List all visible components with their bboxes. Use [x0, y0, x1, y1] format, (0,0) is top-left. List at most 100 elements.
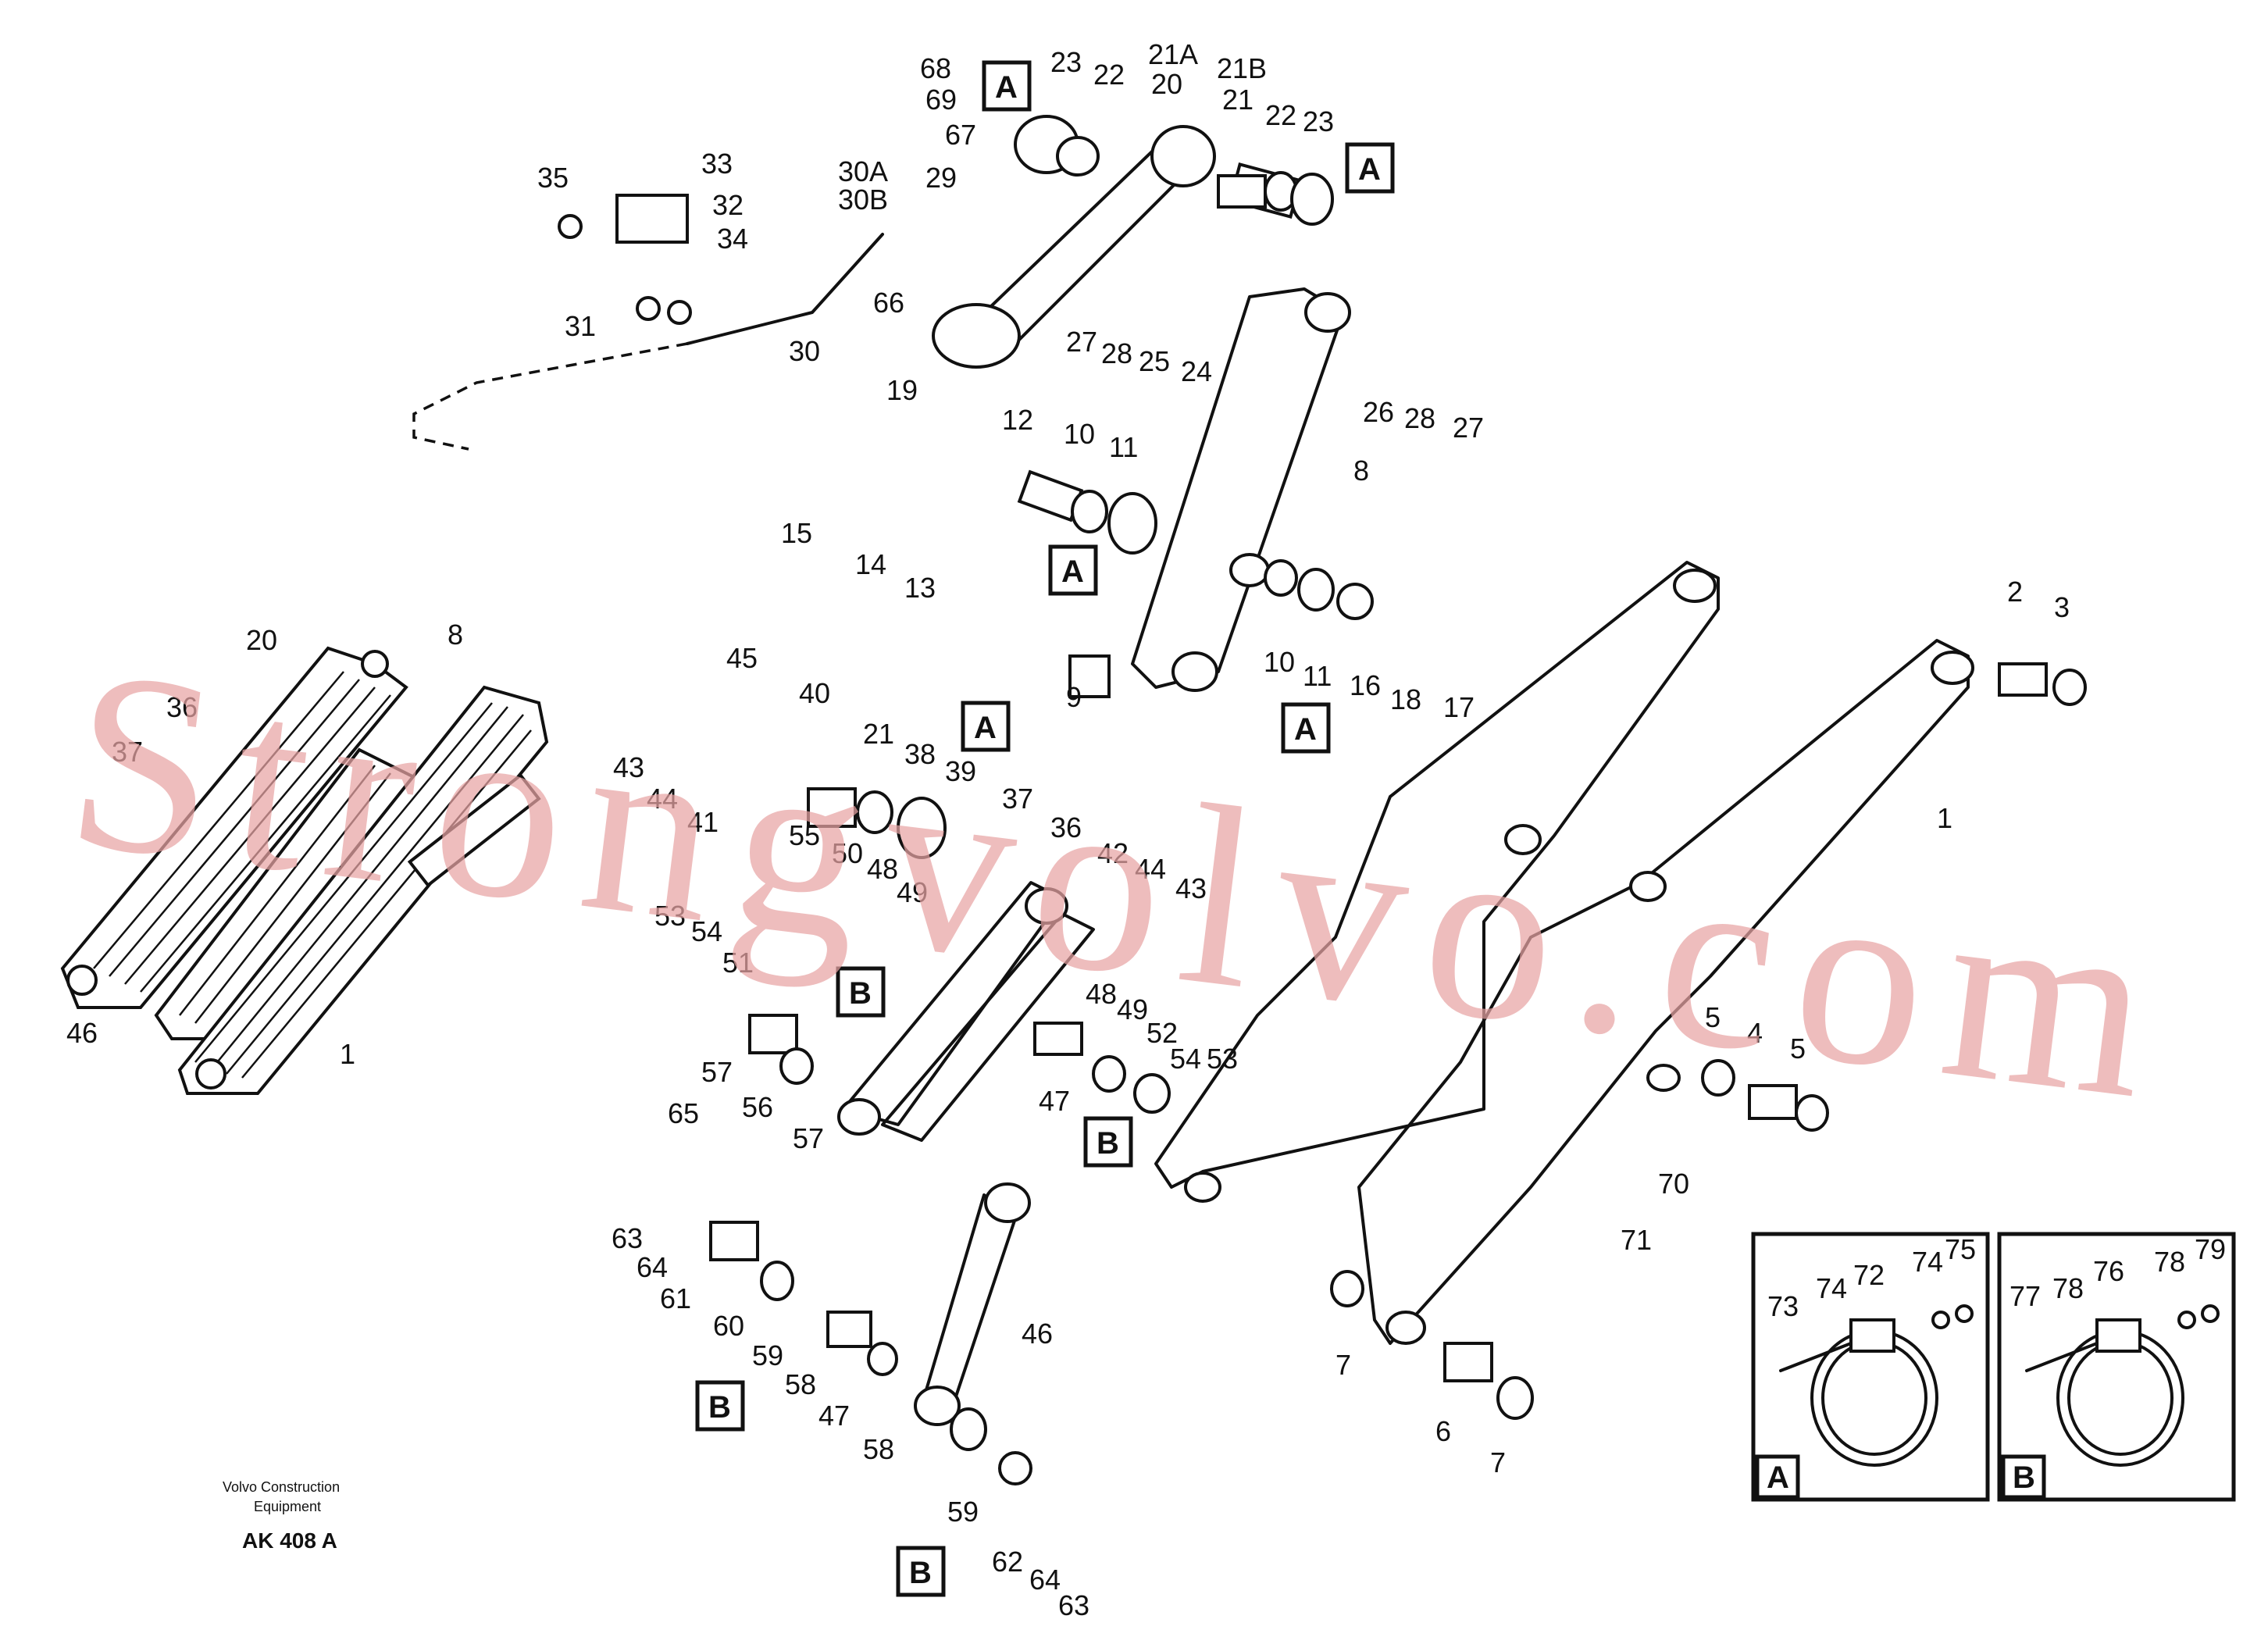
view-label-a-upper-right: A [1345, 142, 1395, 194]
lube-pipe [412, 194, 884, 451]
callout-43: 43 [1175, 872, 1207, 904]
callout-1: 1 [1937, 802, 1952, 834]
callout-24: 24 [1181, 355, 1212, 387]
callout-58: 58 [785, 1368, 816, 1400]
callout-21b: 21B [1217, 52, 1267, 84]
callout-8: 8 [1353, 455, 1369, 487]
callout-49: 49 [897, 876, 928, 908]
callout-53: 53 [654, 900, 686, 932]
callout-25: 25 [1139, 345, 1170, 377]
lift-arm [1154, 561, 1974, 1345]
callout-7: 7 [1335, 1349, 1351, 1381]
callout-44: 44 [647, 783, 678, 815]
callout-63: 63 [612, 1222, 643, 1254]
callout-37: 37 [1002, 783, 1033, 815]
callout-31: 31 [565, 310, 596, 342]
callout-67: 67 [945, 119, 976, 151]
pins-and-bushings [709, 115, 2087, 1485]
callout-44: 44 [1135, 853, 1166, 885]
callout-39: 39 [945, 755, 976, 787]
callout-27: 27 [1453, 412, 1484, 444]
callout-9: 9 [1066, 681, 1082, 713]
inset-view-a: A 73 74 72 74 75 [1751, 1232, 1990, 1502]
callout-54: 54 [1170, 1043, 1201, 1075]
svg-text:A: A [995, 70, 1018, 105]
callout-32: 32 [712, 189, 744, 221]
callout-66: 66 [873, 287, 904, 319]
inset-b-label: B [2001, 1454, 2046, 1500]
callout-2: 2 [2007, 576, 2023, 608]
assembled-lift-unit [60, 646, 549, 1095]
callout-10: 10 [1064, 418, 1095, 450]
callout-5: 5 [1790, 1032, 1806, 1065]
callout-34: 34 [717, 223, 748, 255]
svg-text:B: B [708, 1390, 731, 1425]
callout-63: 63 [1058, 1589, 1089, 1621]
callout-46: 46 [1022, 1318, 1053, 1350]
callout-61: 61 [660, 1282, 691, 1314]
callout-40: 40 [799, 677, 830, 709]
svg-text:B: B [909, 1556, 932, 1590]
view-label-a-mid: A [1048, 544, 1098, 596]
callout-45: 45 [726, 642, 758, 674]
callout-19: 19 [886, 374, 918, 406]
callout-6: 6 [1435, 1415, 1451, 1447]
callout-14: 14 [855, 548, 886, 580]
callout-23: 23 [1050, 46, 1082, 78]
callout-1: 1 [340, 1038, 355, 1070]
callout-22: 22 [1093, 59, 1125, 91]
callout-69: 69 [925, 84, 957, 116]
callout-42: 42 [1097, 837, 1129, 869]
callout-15: 15 [781, 517, 812, 549]
view-label-b-left: B [695, 1380, 745, 1432]
callout-78: 78 [2052, 1272, 2084, 1304]
callout-26: 26 [1363, 396, 1394, 428]
callout-38: 38 [904, 738, 936, 770]
callout-30a: 30A [838, 155, 888, 187]
inset-view-b: B 77 78 76 78 79 [1997, 1232, 2236, 1502]
callout-30b: 30B [838, 184, 888, 216]
callout-28: 28 [1101, 337, 1132, 369]
callout-29: 29 [925, 162, 957, 194]
callout-21a: 21A [1148, 38, 1198, 70]
callout-13: 13 [904, 572, 936, 604]
callout-73: 73 [1767, 1290, 1799, 1322]
callout-16: 16 [1350, 669, 1381, 701]
callout-12: 12 [1002, 404, 1033, 436]
callout-27: 27 [1066, 326, 1097, 358]
drawing-footer: Volvo Construction Equipment AK 408 A [223, 1479, 340, 1553]
callout-37: 37 [112, 736, 143, 768]
callout-57: 57 [701, 1056, 733, 1088]
view-label-a-top: A [982, 60, 1032, 112]
callout-59: 59 [752, 1339, 783, 1371]
callout-47: 47 [1039, 1085, 1070, 1117]
view-label-b-right: B [1083, 1116, 1133, 1168]
callout-75: 75 [1945, 1233, 1976, 1265]
callout-20: 20 [246, 624, 277, 656]
view-label-a-lower-mid: A [1281, 702, 1331, 754]
upper-link [932, 125, 1351, 692]
callout-11: 11 [1303, 660, 1332, 692]
callout-41: 41 [687, 806, 719, 838]
callout-64: 64 [637, 1251, 668, 1283]
callout-72: 72 [1853, 1259, 1885, 1291]
callout-33: 33 [701, 148, 733, 180]
callout-74: 74 [1816, 1272, 1847, 1304]
callout-79: 79 [2195, 1233, 2226, 1265]
callout-59: 59 [947, 1496, 979, 1528]
svg-text:A: A [1767, 1460, 1789, 1495]
callout-77: 77 [2009, 1280, 2041, 1312]
callout-47: 47 [818, 1400, 850, 1432]
callout-68: 68 [920, 52, 951, 84]
callout-43: 43 [613, 751, 644, 783]
callout-7: 7 [1490, 1446, 1506, 1478]
callout-21: 21 [863, 718, 894, 750]
callout-3: 3 [2054, 591, 2070, 623]
callout-54: 54 [691, 915, 722, 947]
callout-53: 53 [1207, 1043, 1238, 1075]
view-label-a-center: A [961, 701, 1011, 752]
svg-text:A: A [1061, 555, 1084, 589]
svg-text:B: B [2013, 1460, 2035, 1495]
callout-10: 10 [1264, 646, 1295, 678]
